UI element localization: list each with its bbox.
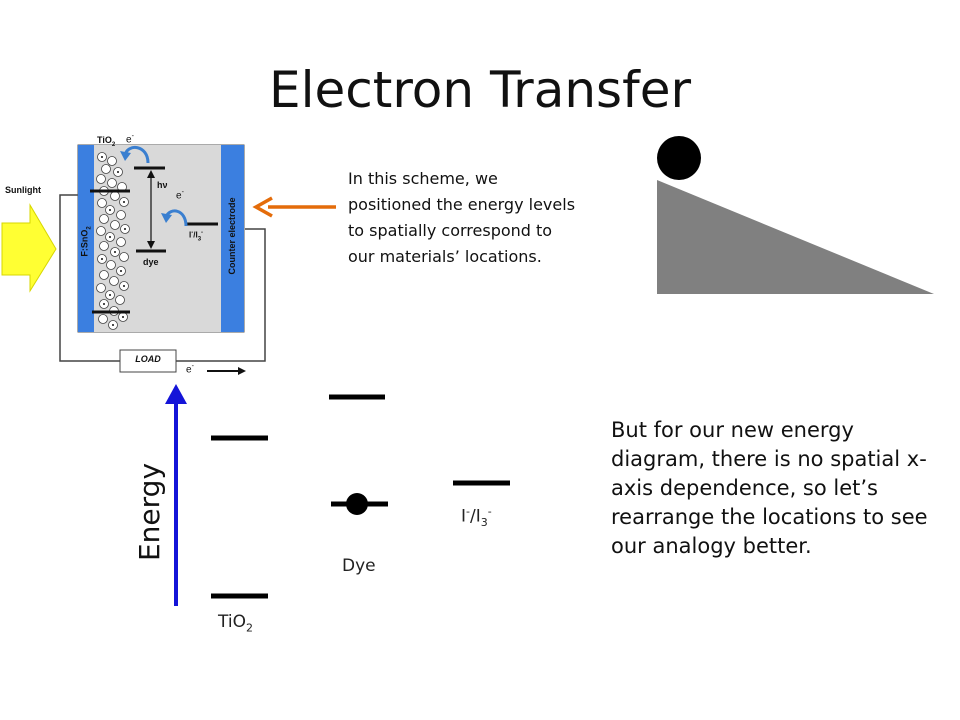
- scheme-note-text: In this scheme, we positioned the energy…: [348, 169, 576, 266]
- cell-electron-label-top: e-: [126, 133, 134, 146]
- cell-fsno2-label: F:SnO2: [79, 226, 93, 257]
- counter-electrode-label: Counter electrode: [227, 197, 237, 275]
- ball: [657, 136, 701, 180]
- counter-electrode-bar: [221, 145, 244, 332]
- redox-label: I-/I3-: [461, 505, 492, 530]
- sunlight-arrow: [1, 203, 57, 293]
- energy-diagram: [165, 384, 510, 606]
- cell-dye-label: dye: [143, 257, 159, 267]
- orange-pointer-arrow: [252, 196, 336, 218]
- cell-redox-label: I-/I3-: [189, 230, 204, 243]
- tio2-label: TiO2: [218, 612, 253, 635]
- energy-axis-label: Energy: [133, 462, 166, 562]
- cell-tio2-label: TiO2: [97, 135, 116, 148]
- solar-cell-schematic: Sunlight TiO2 e- F:SnO2 hν e- dye I-/I3-…: [0, 125, 275, 385]
- sunlight-label: Sunlight: [5, 185, 41, 195]
- cell-hv-label: hν: [157, 180, 168, 190]
- dye-electron-ball: [346, 493, 368, 515]
- rearrange-note-text: But for our new energy diagram, there is…: [611, 418, 928, 558]
- slide-title: Electron Transfer: [268, 61, 692, 119]
- ramp: [657, 180, 934, 294]
- cell-electron-label-mid: e-: [176, 189, 184, 202]
- ball-ramp-analogy: [657, 136, 934, 294]
- dye-label: Dye: [342, 556, 376, 576]
- load-box: [119, 349, 177, 373]
- dye-dots: [101, 156, 126, 326]
- load-label: LOAD: [135, 354, 161, 364]
- tio2-particles: [96, 152, 130, 330]
- cell-electron-label-bottom: e-: [186, 363, 194, 376]
